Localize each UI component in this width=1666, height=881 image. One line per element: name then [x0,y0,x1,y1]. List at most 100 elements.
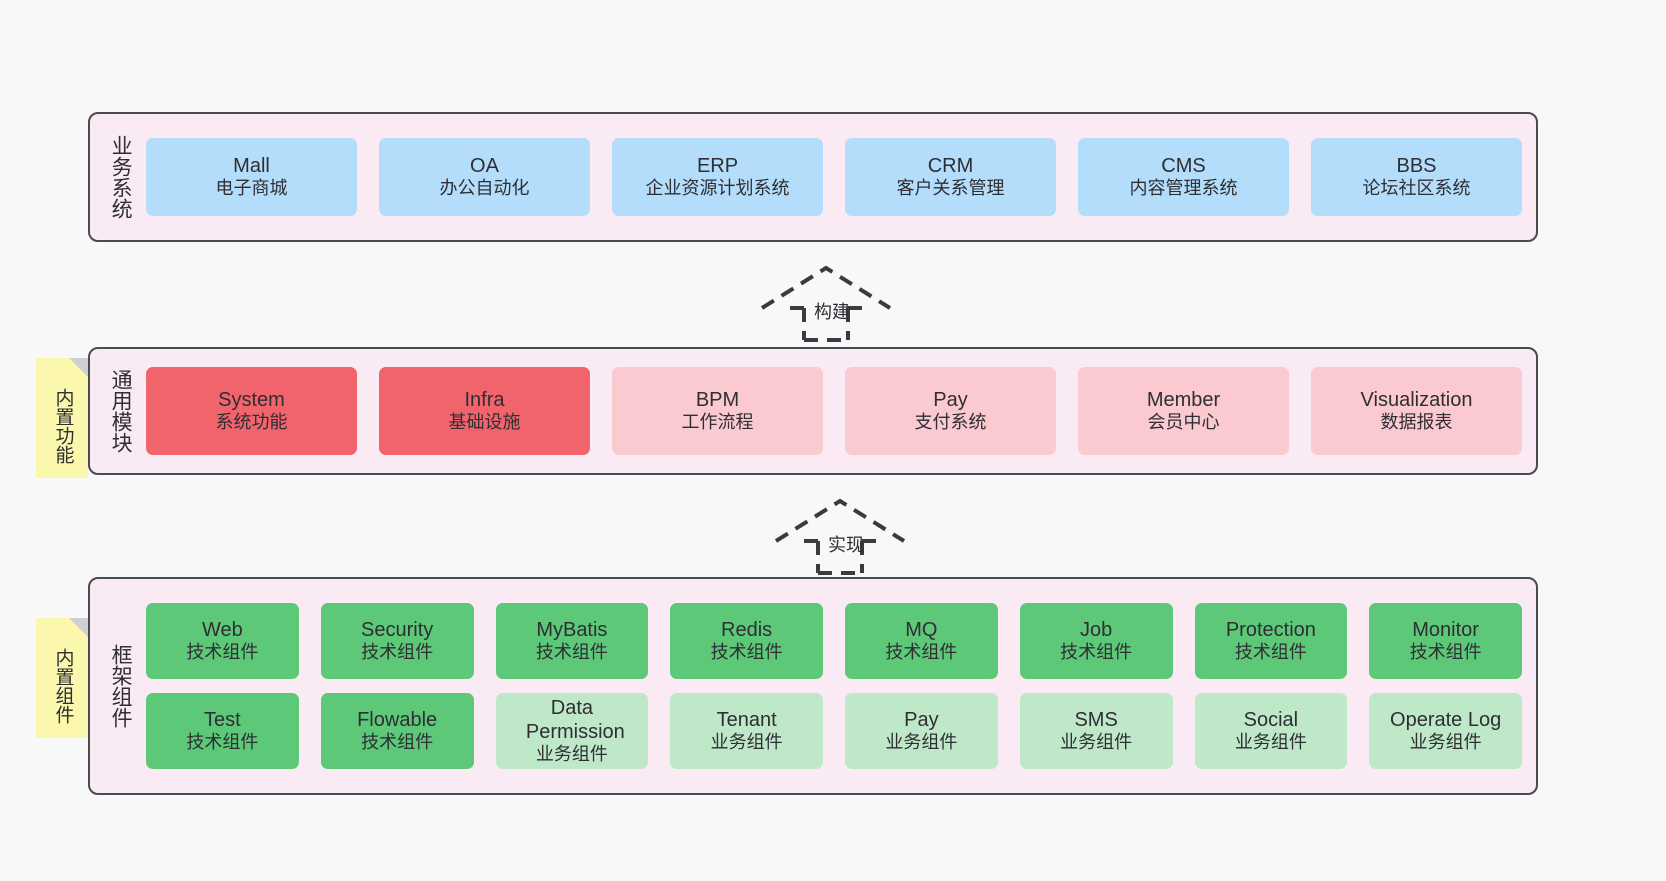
node-system[interactable]: System 系统功能 [146,367,357,455]
node-job[interactable]: Job 技术组件 [1019,603,1173,679]
node-title-cn: 电子商城 [215,178,288,199]
node-title-en: Job [1080,618,1113,641]
connector-label: 实现 [828,535,864,555]
node-title-cn: 业务组件 [885,732,958,753]
node-title-en: Redis [721,618,773,641]
node-security[interactable]: Security 技术组件 [320,603,474,679]
node-tenant[interactable]: Tenant 业务组件 [670,693,823,769]
node-title-cn: 基础设施 [448,412,521,433]
node-title-en: Data Permission [525,696,625,744]
node-web[interactable]: Web 技术组件 [146,603,299,679]
node-row: System 系统功能 Infra 基础设施 BPM 工作流程 Pay 支付系统… [146,367,1522,455]
node-title-cn: 技术组件 [1060,642,1133,663]
node-title-en: Operate Log [1390,708,1502,731]
node-title-en: System [218,388,285,411]
node-title-en: Monitor [1412,618,1479,641]
node-title-en: Social [1243,708,1299,731]
node-row: Web 技术组件 Security 技术组件 MyBatis 技术组件 Redi… [146,603,1522,679]
node-monitor[interactable]: Monitor 技术组件 [1369,603,1522,679]
layer-common-modules[interactable]: 通用模块 System 系统功能 Infra 基础设施 BPM 工作流程 Pay… [88,347,1538,475]
node-infra[interactable]: Infra 基础设施 [379,367,590,455]
node-title-cn: 技术组件 [186,732,259,753]
node-title-cn: 会员中心 [1147,412,1220,433]
node-sms[interactable]: SMS 业务组件 [1019,693,1173,769]
node-title-en: OA [470,154,499,177]
node-title-cn: 技术组件 [186,642,259,663]
node-title-en: Flowable [357,708,438,731]
node-title-cn: 技术组件 [1409,642,1482,663]
node-operate-log[interactable]: Operate Log 业务组件 [1369,693,1522,769]
node-flowable[interactable]: Flowable 技术组件 [320,693,474,769]
node-redis[interactable]: Redis 技术组件 [670,603,823,679]
node-bbs[interactable]: BBS 论坛社区系统 [1311,138,1522,216]
node-pay-module[interactable]: Pay 支付系统 [845,367,1056,455]
node-protection[interactable]: Protection 技术组件 [1194,603,1348,679]
node-title-cn: 技术组件 [710,642,783,663]
node-title-en: CRM [927,154,974,177]
note-text: 内置组件 [52,648,74,724]
node-title-en: Member [1146,388,1221,411]
note-fold-corner-icon [69,358,88,377]
node-test[interactable]: Test 技术组件 [146,693,299,769]
node-crm[interactable]: CRM 客户关系管理 [845,138,1056,216]
node-bpm[interactable]: BPM 工作流程 [612,367,823,455]
node-title-cn: 业务组件 [710,732,783,753]
node-social[interactable]: Social 业务组件 [1194,693,1348,769]
node-title-en: Pay [933,388,968,411]
node-title-cn: 业务组件 [1234,732,1307,753]
node-mq[interactable]: MQ 技术组件 [845,603,998,679]
node-mall[interactable]: Mall 电子商城 [146,138,357,216]
node-title-en: Protection [1225,618,1316,641]
node-visualization[interactable]: Visualization 数据报表 [1311,367,1522,455]
note-builtin-features[interactable]: 内置功能 [36,358,88,478]
connector-label: 构建 [814,302,850,322]
node-row: Test 技术组件 Flowable 技术组件 Data Permission … [146,693,1522,769]
node-title-en: BBS [1396,154,1437,177]
node-title-cn: 工作流程 [681,412,754,433]
node-title-cn: 内容管理系统 [1129,178,1238,199]
node-title-en: Infra [464,388,505,411]
node-title-cn: 技术组件 [361,642,434,663]
node-erp[interactable]: ERP 企业资源计划系统 [612,138,823,216]
node-title-cn: 数据报表 [1380,412,1453,433]
note-fold-corner-icon [69,618,88,637]
node-title-en: Security [361,618,434,641]
node-title-en: Pay [904,708,939,731]
node-title-cn: 技术组件 [885,642,958,663]
node-title-en: BPM [695,388,740,411]
node-title-cn: 支付系统 [914,412,987,433]
layer-body-framework-components: Web 技术组件 Security 技术组件 MyBatis 技术组件 Redi… [140,579,1536,793]
connector-build: 构建 [756,262,906,342]
node-title-en: MyBatis [536,618,608,641]
node-title-en: Test [204,708,241,731]
node-title-cn: 业务组件 [1060,732,1133,753]
layer-body-common-modules: System 系统功能 Infra 基础设施 BPM 工作流程 Pay 支付系统… [140,349,1536,473]
note-text: 内置功能 [52,388,74,464]
node-title-en: Tenant [716,708,777,731]
generalization-arrow-icon [774,498,906,575]
node-pay-component[interactable]: Pay 业务组件 [845,693,998,769]
node-oa[interactable]: OA 办公自动化 [379,138,590,216]
layer-title-framework-components: 框架组件 [109,644,133,728]
layer-title-business-system: 业务系统 [109,135,133,219]
layer-title-common-modules: 通用模块 [109,369,133,453]
layer-business-system[interactable]: 业务系统 Mall 电子商城 OA 办公自动化 ERP 企业资源计划系统 CRM… [88,112,1538,242]
node-title-en: CMS [1161,154,1206,177]
node-title-cn: 系统功能 [215,412,288,433]
node-title-en: Visualization [1360,388,1473,411]
connector-implement: 实现 [770,495,920,575]
node-title-cn: 企业资源计划系统 [645,178,790,199]
node-member[interactable]: Member 会员中心 [1078,367,1289,455]
node-title-cn: 业务组件 [1409,732,1482,753]
layer-body-business-system: Mall 电子商城 OA 办公自动化 ERP 企业资源计划系统 CRM 客户关系… [140,114,1536,240]
node-title-cn: 业务组件 [535,744,608,765]
node-title-en: ERP [696,154,739,177]
note-builtin-components[interactable]: 内置组件 [36,618,88,738]
node-row: Mall 电子商城 OA 办公自动化 ERP 企业资源计划系统 CRM 客户关系… [146,138,1522,216]
node-data-permission[interactable]: Data Permission 业务组件 [495,693,649,769]
node-mybatis[interactable]: MyBatis 技术组件 [495,603,649,679]
layer-framework-components[interactable]: 框架组件 Web 技术组件 Security 技术组件 MyBatis 技术组件… [88,577,1538,795]
node-title-cn: 办公自动化 [439,178,530,199]
node-cms[interactable]: CMS 内容管理系统 [1078,138,1289,216]
